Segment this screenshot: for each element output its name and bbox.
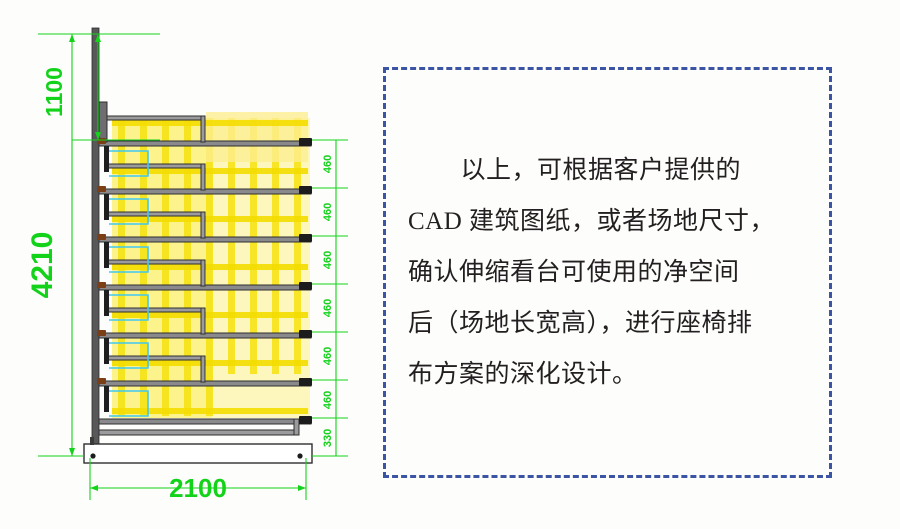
dim-riser-4: 460: [322, 299, 334, 317]
dim-riser-1: 460: [322, 155, 334, 173]
grandstand-elevation-drawing: 4210 1100 2100 460 460 460 460 460 460 3…: [26, 27, 348, 503]
dim-riser-bottom: 330: [322, 429, 334, 447]
note-line-3: 确认伸缩看台可使用的净空间: [408, 259, 740, 286]
deck-platforms: [98, 101, 312, 436]
note-line-5: 布方案的深化设计。: [408, 361, 638, 388]
bracket-connector: [97, 138, 106, 384]
dim-overall-height: 4210: [26, 232, 59, 299]
note-line-1: 以上，可根据客户提供的: [460, 157, 742, 184]
dim-riser-5: 460: [322, 347, 334, 365]
seat-rails: [112, 120, 308, 414]
cad-drawing-panel: 4210 1100 2100 460 460 460 460 460 460 3…: [0, 0, 370, 529]
platform-nose-caps: [299, 138, 312, 424]
folded-seat-outlines: [109, 150, 149, 417]
dim-top-clearance: 1100: [41, 67, 67, 117]
dim-depth-2100: 2100: [169, 473, 227, 503]
dimension-lines: [38, 33, 348, 500]
dim-riser-2: 460: [322, 203, 334, 221]
note-line-4: 后（场地长宽高），进行座椅排: [408, 310, 753, 337]
note-callout-box: 以上，可根据客户提供的 CAD 建筑图纸，或者场地尺寸， 确认伸缩看台可使用的净…: [383, 67, 832, 478]
dimension-arrow-ticks: [69, 34, 306, 491]
riser-posts: [97, 138, 109, 412]
dim-riser-6: 460: [322, 391, 334, 409]
base-frame: [83, 437, 313, 464]
note-line-2: CAD 建筑图纸，或者场地尺寸，: [408, 208, 776, 235]
dim-riser-3: 460: [322, 251, 334, 269]
dimension-text-group: 4210 1100 2100 460 460 460 460 460 460 3…: [26, 67, 334, 503]
